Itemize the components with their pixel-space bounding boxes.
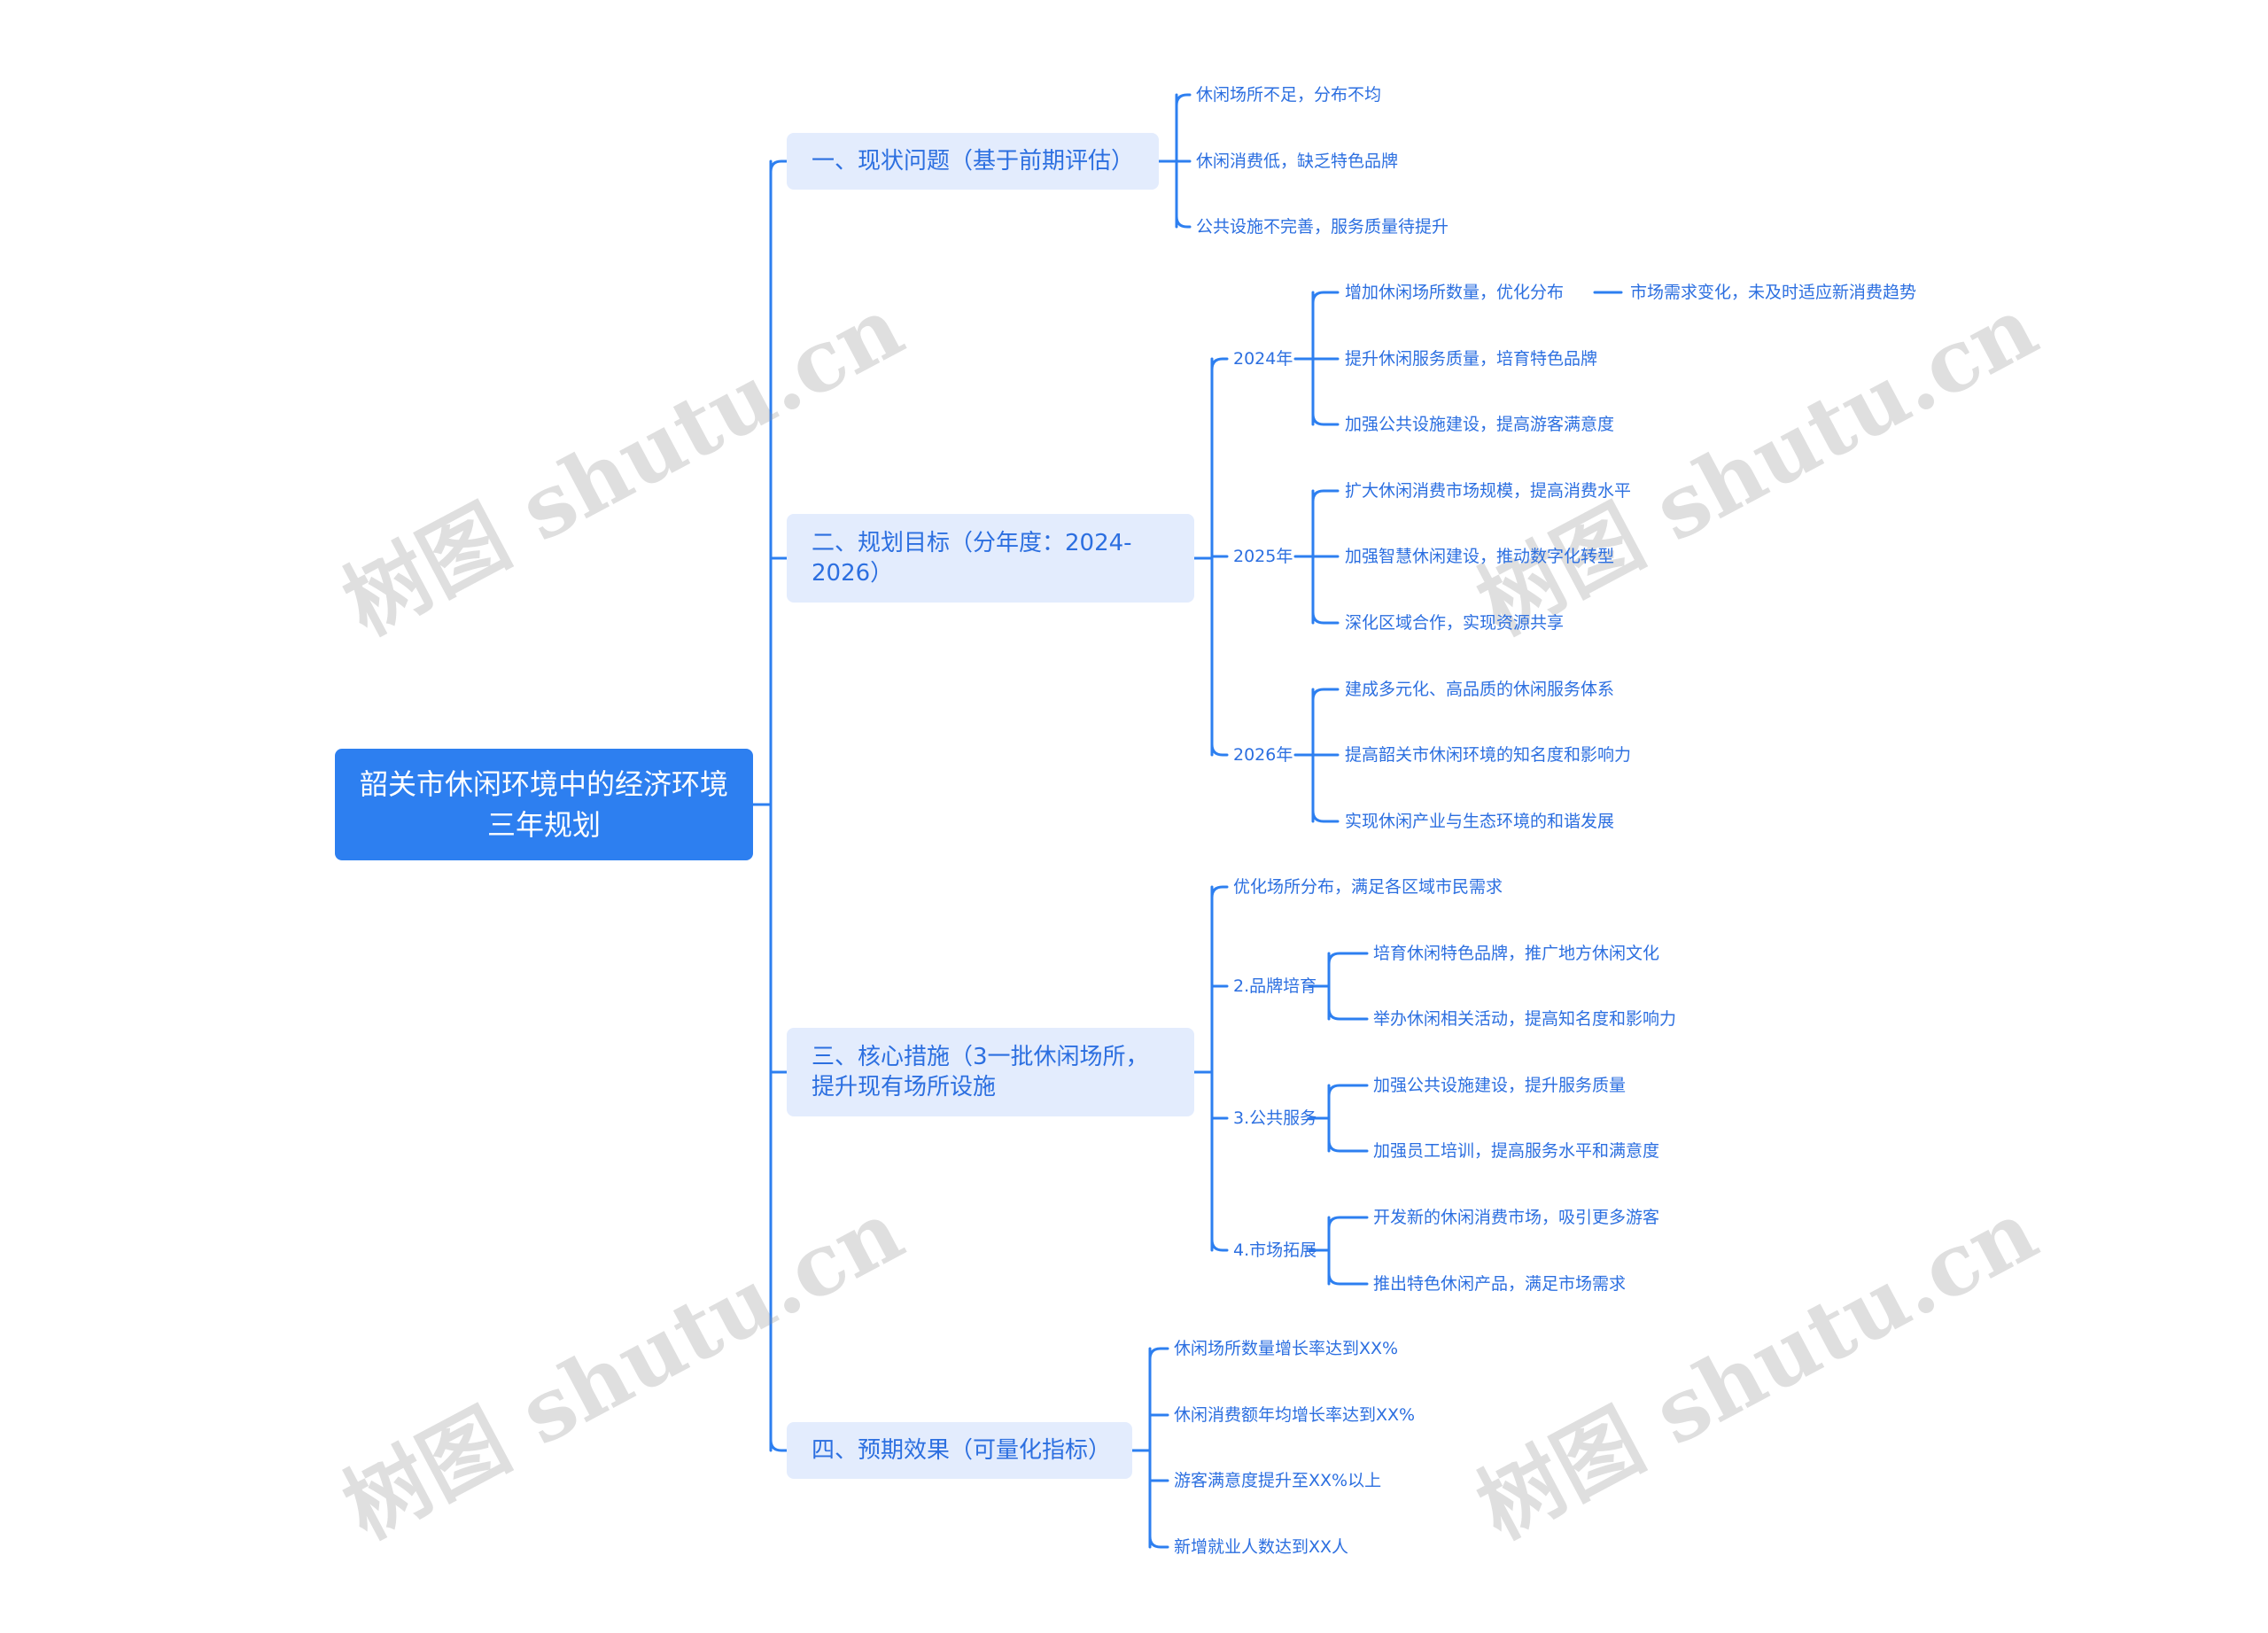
issue-item[interactable]: 公共设施不完善，服务质量待提升 xyxy=(1196,217,1449,237)
connector-line xyxy=(1148,1449,1169,1549)
measure-item[interactable]: 培育休闲特色品牌，推广地方休闲文化 xyxy=(1373,944,1660,963)
connector-line xyxy=(1311,357,1340,426)
result-item[interactable]: 游客满意度提升至XX%以上 xyxy=(1174,1471,1382,1490)
connector-line xyxy=(1327,1116,1369,1153)
connector-line xyxy=(1311,489,1340,558)
connector-line xyxy=(769,159,788,806)
goal-item[interactable]: 增加休闲场所数量，优化分布 xyxy=(1345,283,1565,302)
connector-line xyxy=(1311,688,1340,757)
connector-line xyxy=(1311,291,1340,361)
issue-item[interactable]: 休闲消费低，缺乏特色品牌 xyxy=(1196,152,1399,171)
year-node-2024[interactable]: 2024年 xyxy=(1233,349,1293,369)
goal-item[interactable]: 建成多元化、高品质的休闲服务体系 xyxy=(1345,680,1615,699)
connector-line xyxy=(1175,93,1192,163)
connector-line xyxy=(1210,357,1229,560)
result-item[interactable]: 新增就业人数达到XX人 xyxy=(1174,1537,1349,1557)
measure-item[interactable]: 推出特色休闲产品，满足市场需求 xyxy=(1373,1274,1627,1294)
connector-line xyxy=(769,803,788,1452)
measure-item[interactable]: 优化场所分布，满足各区域市民需求 xyxy=(1233,877,1503,897)
section-planning-goals[interactable]: 二、规划目标（分年度：2024-2026） xyxy=(787,514,1194,603)
connector-line xyxy=(1327,1248,1369,1286)
measure-item[interactable]: 开发新的休闲消费市场，吸引更多游客 xyxy=(1373,1208,1660,1227)
section-core-measures[interactable]: 三、核心措施（3一批休闲场所，提升现有场所设施 xyxy=(787,1028,1194,1116)
connector-line xyxy=(1327,1084,1369,1120)
connector-line xyxy=(1175,159,1192,229)
connector-line xyxy=(1210,885,1229,1074)
measure-item[interactable]: 加强员工培训，提高服务水平和满意度 xyxy=(1373,1141,1660,1161)
measure-group-brand[interactable]: 2.品牌培育 xyxy=(1233,976,1317,996)
connector-line xyxy=(1327,1216,1369,1252)
goal-note[interactable]: 市场需求变化，未及时适应新消费趋势 xyxy=(1630,283,1917,302)
connector-line xyxy=(1210,1070,1229,1252)
measure-item[interactable]: 加强公共设施建设，提升服务质量 xyxy=(1373,1076,1627,1095)
connector-line xyxy=(1311,753,1340,823)
connector-line xyxy=(1148,1347,1169,1452)
connector-line xyxy=(1210,556,1229,757)
goal-item[interactable]: 提升休闲服务质量，培育特色品牌 xyxy=(1345,349,1598,369)
section-current-issues[interactable]: 一、现状问题（基于前期评估） xyxy=(787,133,1159,190)
root-node[interactable]: 韶关市休闲环境中的经济环境三年规划 xyxy=(335,749,753,860)
connector-line xyxy=(1327,984,1369,1021)
goal-item[interactable]: 加强智慧休闲建设，推动数字化转型 xyxy=(1345,547,1615,566)
issue-item[interactable]: 休闲场所不足，分布不均 xyxy=(1196,85,1382,105)
goal-item[interactable]: 提高韶关市休闲环境的知名度和影响力 xyxy=(1345,745,1632,765)
measure-group-market[interactable]: 4.市场拓展 xyxy=(1233,1240,1317,1260)
measure-item[interactable]: 举办休闲相关活动，提高知名度和影响力 xyxy=(1373,1009,1677,1029)
year-node-2026[interactable]: 2026年 xyxy=(1233,745,1293,765)
year-node-2025[interactable]: 2025年 xyxy=(1233,547,1293,566)
goal-item[interactable]: 加强公共设施建设，提高游客满意度 xyxy=(1345,415,1615,434)
measure-group-public-service[interactable]: 3.公共服务 xyxy=(1233,1108,1317,1128)
goal-item[interactable]: 扩大休闲消费市场规模，提高消费水平 xyxy=(1345,481,1632,501)
section-expected-results[interactable]: 四、预期效果（可量化指标） xyxy=(787,1422,1132,1479)
connector-line xyxy=(1311,555,1340,625)
result-item[interactable]: 休闲场所数量增长率达到XX% xyxy=(1174,1339,1399,1358)
goal-item[interactable]: 深化区域合作，实现资源共享 xyxy=(1345,613,1565,633)
connector-line xyxy=(1327,952,1369,988)
goal-item[interactable]: 实现休闲产业与生态环境的和谐发展 xyxy=(1345,812,1615,831)
result-item[interactable]: 休闲消费额年均增长率达到XX% xyxy=(1174,1405,1416,1425)
